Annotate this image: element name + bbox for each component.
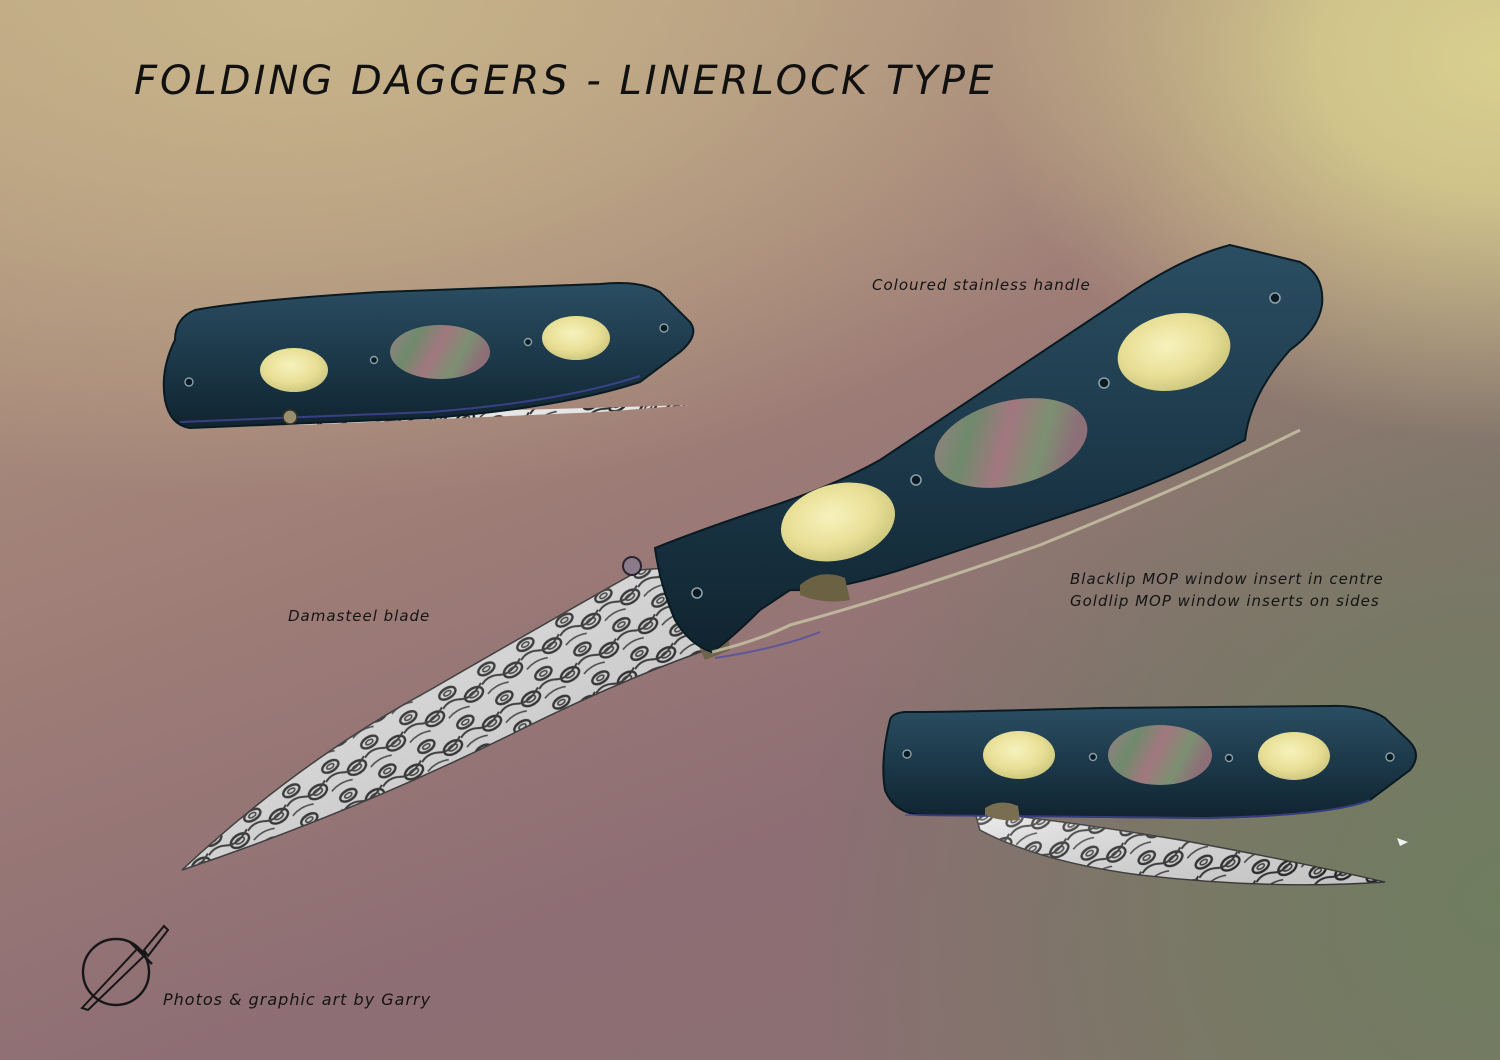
goldlip-insert <box>983 731 1055 779</box>
blacklip-insert <box>1108 725 1212 785</box>
blacklip-insert <box>934 398 1088 488</box>
goldlip-insert <box>1117 312 1231 392</box>
caption-blade: Damasteel blade <box>288 607 431 625</box>
caption-handle: Coloured stainless handle <box>872 276 1091 294</box>
closed-knife-top-left <box>162 282 695 430</box>
half-open-knife-bottom-right <box>882 704 1417 886</box>
caption-mop: Blacklip MOP window insert in centre Gol… <box>1070 568 1384 612</box>
photo-credit: Photos & graphic art by Garry <box>163 990 432 1009</box>
goldlip-insert <box>260 348 328 392</box>
caption-mop-line2: Goldlip MOP window inserts on sides <box>1070 592 1380 610</box>
blacklip-insert <box>390 325 490 379</box>
goldlip-insert <box>1258 732 1330 780</box>
page-title: FOLDING DAGGERS - LINERLOCK TYPE <box>134 58 997 104</box>
goldlip-insert <box>780 482 896 562</box>
open-dagger-center <box>181 243 1324 871</box>
caption-mop-line1: Blacklip MOP window insert in centre <box>1070 570 1384 588</box>
dagger-circle-logo-icon <box>80 924 170 1012</box>
goldlip-insert <box>542 316 610 360</box>
